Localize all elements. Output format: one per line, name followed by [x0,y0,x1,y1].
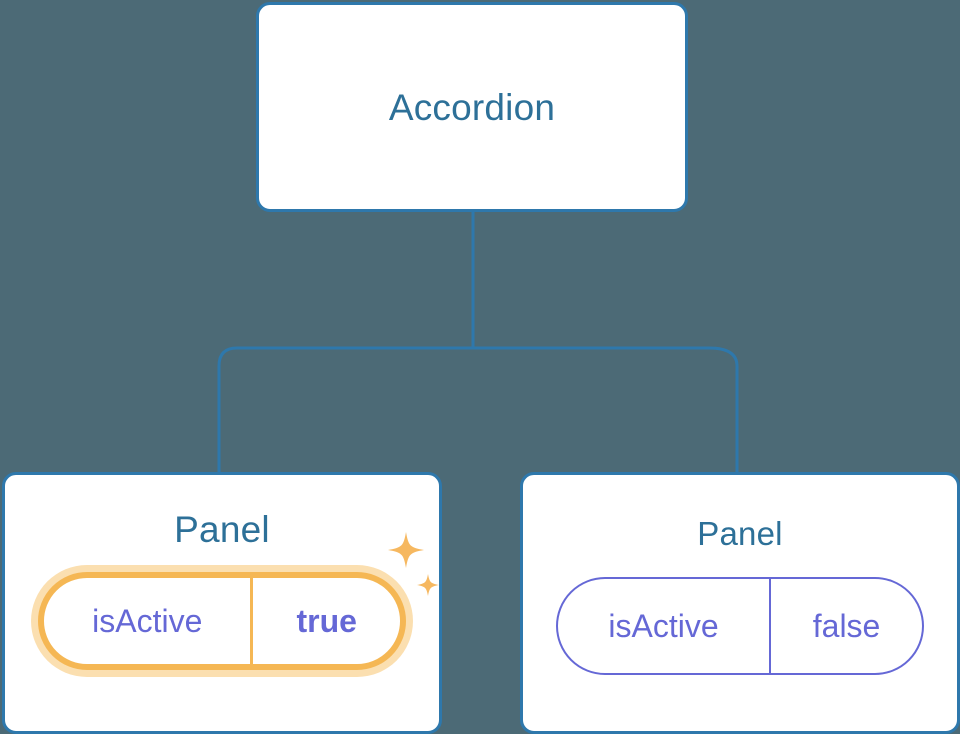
node-panel-right[interactable]: Panel isActive false [520,472,960,734]
prop-key-label: isActive [92,603,203,639]
prop-pill-isactive-false[interactable]: isActive false [556,577,924,675]
connector-branch-bar [217,346,739,472]
sparkle-small-icon [417,574,439,596]
prop-pill-isactive-true[interactable]: isActive true [38,572,406,670]
node-accordion[interactable]: Accordion [256,2,688,212]
prop-pill-wrapper-left: isActive true [38,532,439,670]
prop-value-label: true [250,578,400,664]
prop-pill-wrapper-right: isActive false [556,577,924,675]
sparkle-large-icon [388,532,424,568]
prop-value-label: false [769,579,922,673]
node-panel-right-title: Panel [697,515,783,552]
prop-key-label: isActive [608,608,719,644]
node-accordion-title: Accordion [388,86,556,128]
node-panel-left-title: Panel [174,509,270,550]
node-panel-left[interactable]: Panel isActive true [2,472,442,734]
